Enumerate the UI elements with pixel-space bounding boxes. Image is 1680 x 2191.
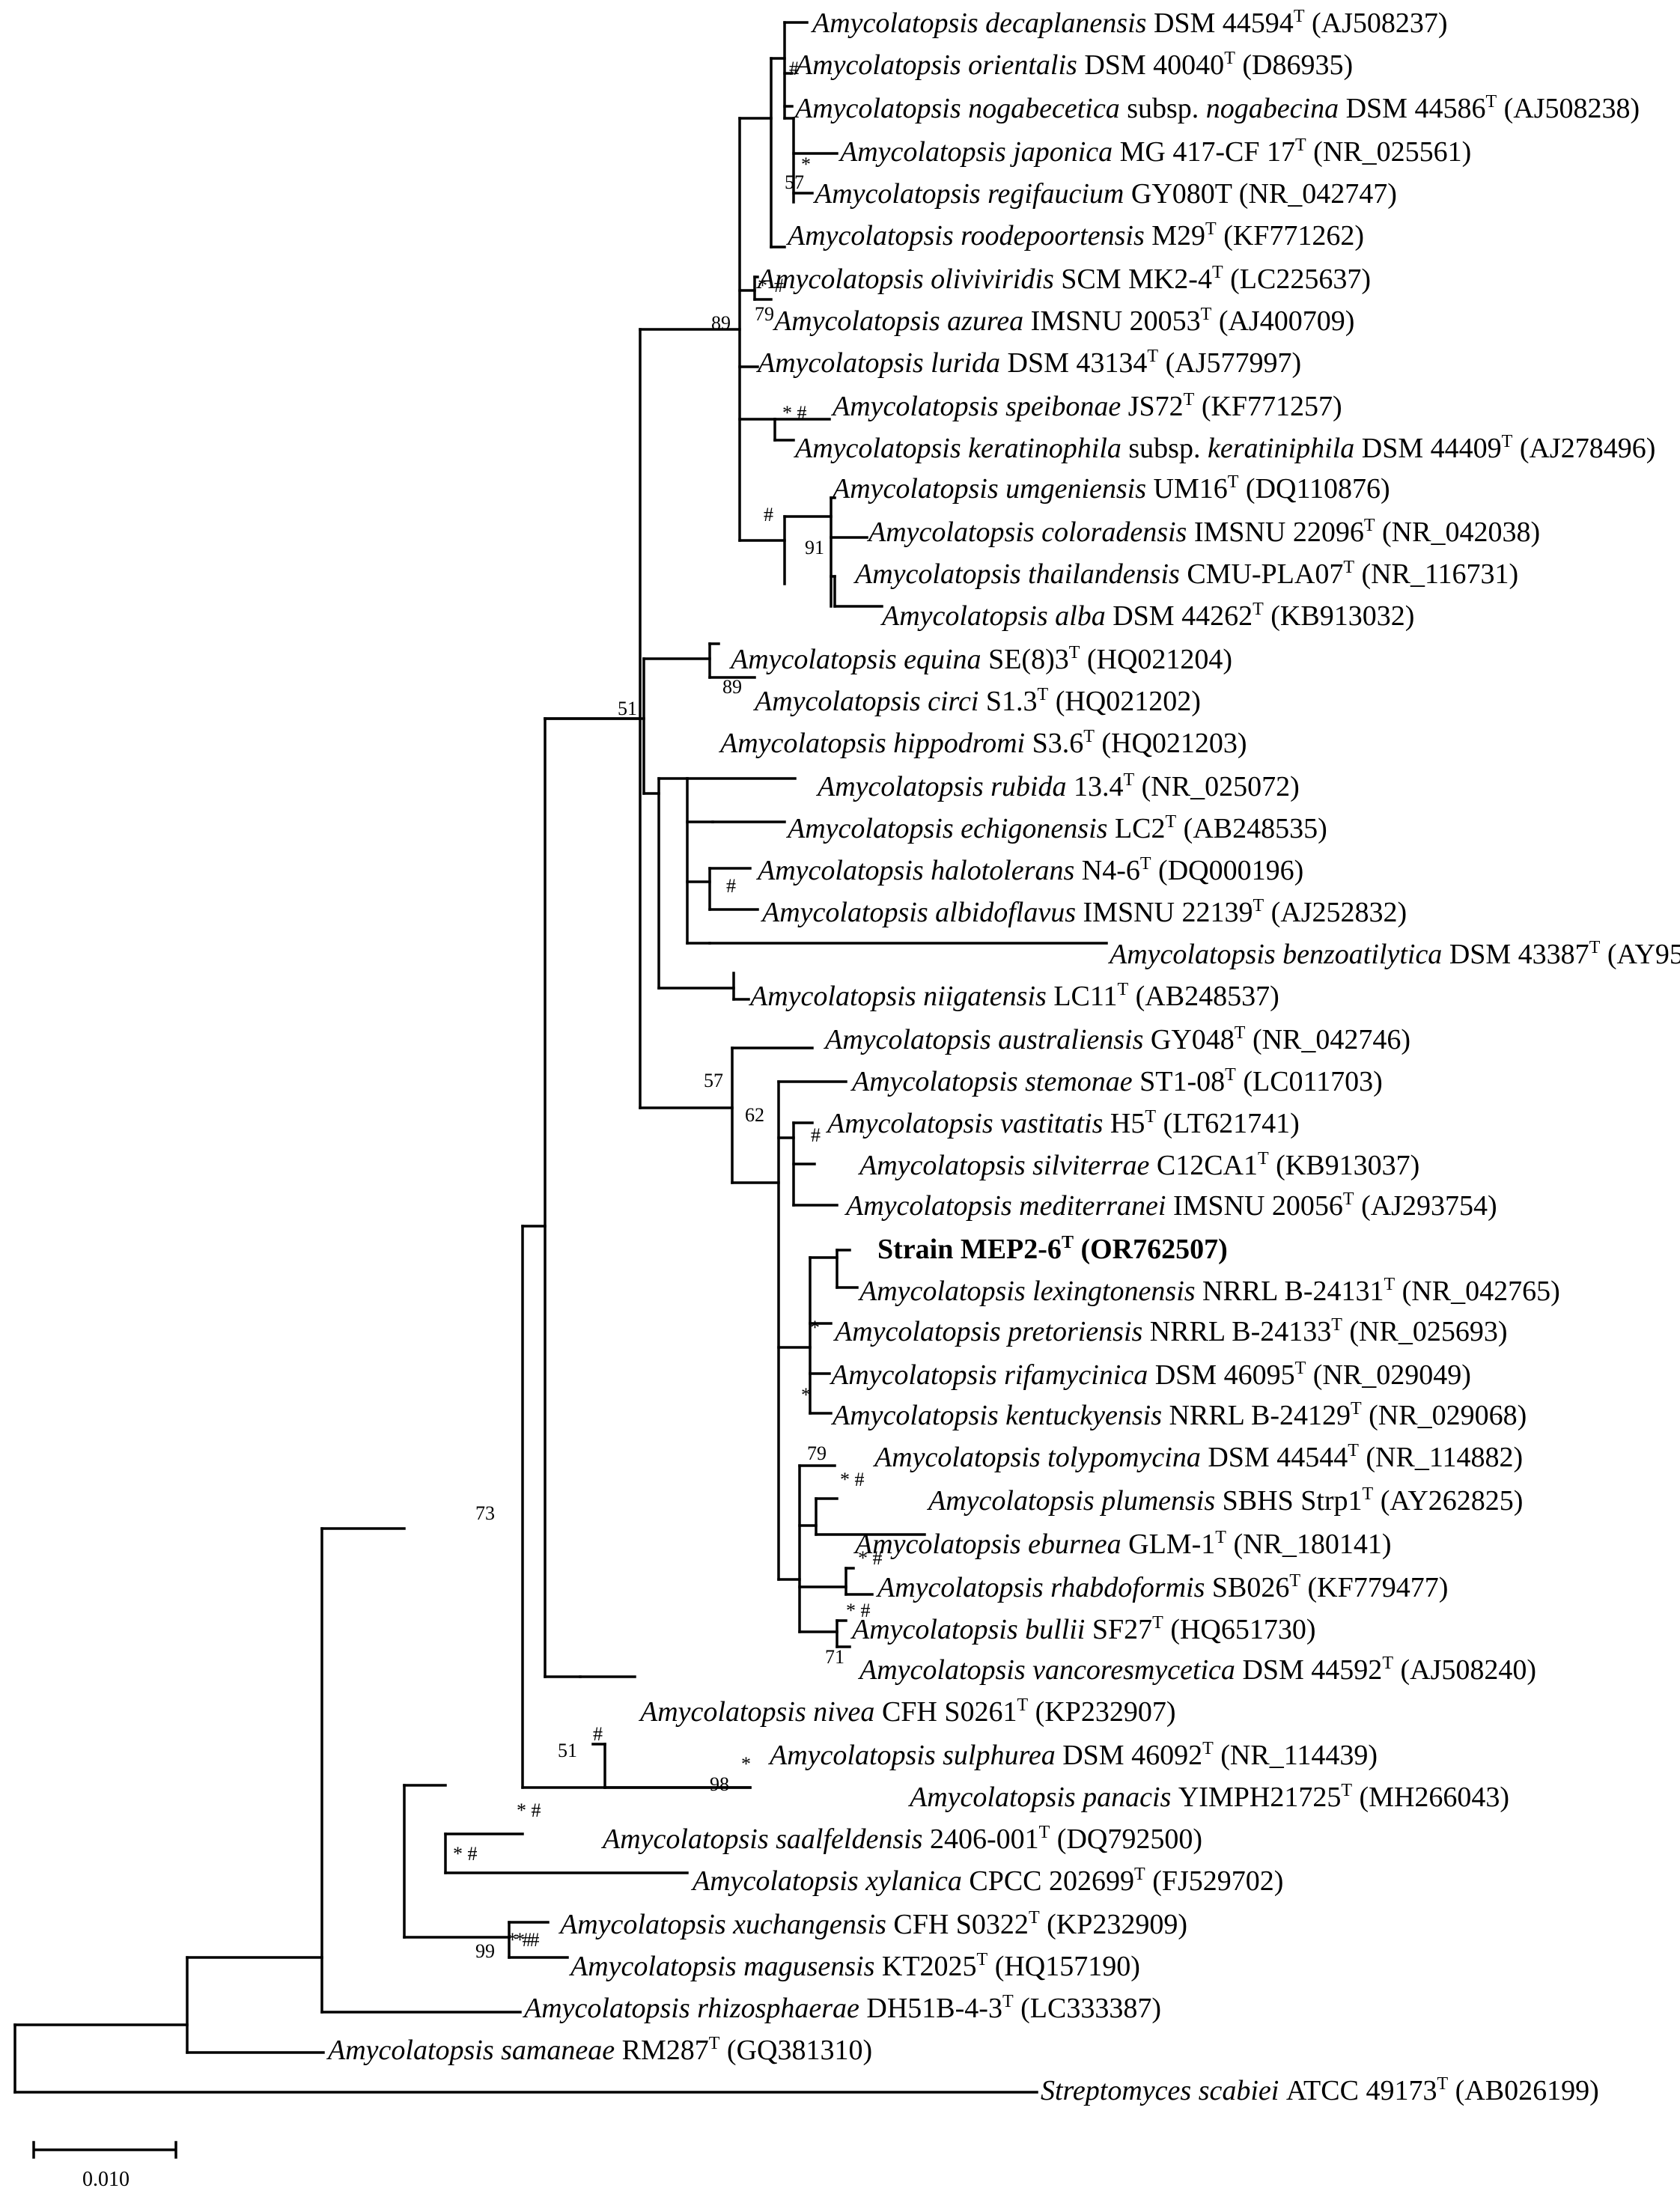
node-support-label: * # (517, 1800, 541, 1821)
leaf-label: Amycolatopsis rubida 13.4T (NR_025072) (815, 770, 1300, 802)
node-support-label: * # (508, 1929, 532, 1951)
leaf-label: Amycolatopsis mediterranei IMSNU 20056T … (844, 1189, 1497, 1222)
node-support-label: * # (846, 1600, 871, 1621)
leaf-label: Amycolatopsis umgeniensis UM16T (DQ11087… (830, 472, 1390, 505)
leaf-label: Amycolatopsis bullii SF27T (HQ651730) (850, 1613, 1316, 1645)
leaf-label: Amycolatopsis echigonensis LC2T (AB24853… (785, 812, 1327, 844)
node-support-label: * # (782, 402, 807, 424)
scale-bar-label: 0.010 (82, 2168, 130, 2191)
leaf-label: Amycolatopsis panacis YIMPH21725T (MH266… (907, 1781, 1509, 1813)
node-support-label: 89 (722, 676, 742, 698)
node-support-label: * (801, 153, 811, 175)
node-support-label: 57 (785, 171, 804, 193)
scale-bar: 0.010 (32, 2141, 177, 2191)
leaf-label: Amycolatopsis rhabdoformis SB026T (KF779… (875, 1571, 1448, 1603)
leaf-label: Amycolatopsis eburnea GLM-1T (NR_180141) (853, 1528, 1392, 1560)
leaf-label: Amycolatopsis pretoriensis NRRL B-24133T… (833, 1315, 1508, 1347)
node-support-label: 98 (710, 1773, 729, 1795)
leaf-label: Amycolatopsis hippodromi S3.6T (HQ021203… (718, 727, 1247, 759)
tree-leaf-labels: Amycolatopsis decaplanensis DSM 44594T (… (326, 7, 1680, 2106)
node-support-label: * (758, 275, 767, 296)
leaf-label: Amycolatopsis oliviviridis SCM MK2-4T (L… (755, 263, 1371, 295)
node-support-label: 79 (755, 303, 774, 325)
leaf-label: Amycolatopsis japonica MG 417-CF 17T (NR… (838, 135, 1471, 168)
node-support-label: # (593, 1723, 603, 1745)
node-support-label: 99 (475, 1940, 495, 1962)
node-support-label: 51 (618, 698, 637, 719)
node-support-label: # (764, 504, 773, 525)
leaf-label: Amycolatopsis tolypomycina DSM 44544T (N… (872, 1441, 1523, 1473)
node-support-label: 57 (704, 1070, 723, 1091)
leaf-label: Amycolatopsis nogabecetica subsp. nogabe… (793, 92, 1640, 124)
node-support-label: # (726, 875, 736, 897)
leaf-label: Amycolatopsis kentuckyensis NRRL B-24129… (830, 1399, 1527, 1431)
node-support-label: # (774, 275, 784, 296)
node-support-label: * # (858, 1547, 883, 1569)
node-support-label: 71 (825, 1646, 844, 1668)
leaf-label: Strain MEP2-6T (OR762507) (877, 1233, 1228, 1265)
leaf-label: Amycolatopsis niigatensis LC11T (AB24853… (748, 980, 1279, 1012)
leaf-label: Amycolatopsis albidoflavus IMSNU 22139T … (760, 896, 1407, 928)
leaf-label: Amycolatopsis sulphurea DSM 46092T (NR_1… (767, 1739, 1378, 1771)
node-support-label: 89 (711, 312, 731, 334)
node-support-label: * # (453, 1843, 478, 1865)
leaf-label: Amycolatopsis silviterrae C12CA1T (KB913… (857, 1149, 1419, 1181)
leaf-label: Streptomyces scabiei ATCC 49173T (AB0261… (1041, 2074, 1599, 2106)
leaf-label: Amycolatopsis xuchangensis CFH S0322T (K… (558, 1908, 1187, 1940)
leaf-label: Amycolatopsis rifamycinica DSM 46095T (N… (829, 1359, 1471, 1391)
leaf-label: Amycolatopsis roodepoortensis M29T (KF77… (785, 219, 1364, 252)
node-support-label: * (801, 1384, 811, 1406)
node-support-label: * # (515, 1929, 540, 1951)
node-support-label: # (789, 58, 799, 79)
node-support-label: * (741, 1753, 751, 1775)
leaf-label: Amycolatopsis equina SE(8)3T (HQ021204) (728, 643, 1232, 675)
leaf-label: Amycolatopsis lurida DSM 43134T (AJ57799… (755, 347, 1301, 379)
leaf-label: Amycolatopsis thailandensis CMU-PLA07T (… (853, 558, 1518, 590)
leaf-label: Amycolatopsis xylanica CPCC 202699T (FJ5… (690, 1865, 1283, 1897)
leaf-label: Amycolatopsis circi S1.3T (HQ021202) (752, 685, 1201, 717)
leaf-label: Amycolatopsis nivea CFH S0261T (KP232907… (638, 1695, 1176, 1728)
leaf-label: Amycolatopsis vastitatis H5T (LT621741) (825, 1107, 1300, 1139)
leaf-label: Amycolatopsis lexingtonensis NRRL B-2413… (857, 1275, 1560, 1307)
leaf-label: Amycolatopsis samaneae RM287T (GQ381310) (326, 2034, 872, 2066)
node-support-label: # (811, 1124, 821, 1146)
leaf-label: Amycolatopsis decaplanensis DSM 44594T (… (810, 7, 1448, 39)
leaf-label: Amycolatopsis stemonae ST1-08T (LC011703… (850, 1065, 1383, 1097)
leaf-label: Amycolatopsis alba DSM 44262T (KB913032) (880, 600, 1414, 632)
leaf-label: Amycolatopsis rhizosphaerae DH51B-4-3T (… (522, 1992, 1161, 2024)
tree-branches (13, 21, 1108, 2094)
leaf-label: Amycolatopsis magusensis KT2025T (HQ1571… (568, 1950, 1140, 1982)
leaf-label: Amycolatopsis saalfeldensis 2406-001T (D… (600, 1823, 1202, 1855)
leaf-label: Amycolatopsis azurea IMSNU 20053T (AJ400… (772, 305, 1354, 337)
node-support-label: 51 (558, 1740, 577, 1761)
node-support-label: 62 (745, 1104, 764, 1126)
leaf-label: Amycolatopsis speibonae JS72T (KF771257) (830, 390, 1342, 422)
leaf-label: Amycolatopsis australiensis GY048T (NR_0… (823, 1023, 1410, 1055)
leaf-label: Amycolatopsis benzoatilytica DSM 43387T … (1107, 938, 1680, 970)
leaf-label: Amycolatopsis orientalis DSM 40040T (D86… (793, 49, 1353, 81)
scale-bar-line (32, 2141, 177, 2159)
node-support-label: 91 (805, 537, 824, 558)
node-support-label: 73 (475, 1502, 495, 1524)
node-support-label: 79 (807, 1442, 827, 1464)
leaf-label: Amycolatopsis coloradensis IMSNU 22096T … (866, 516, 1540, 548)
leaf-label: Amycolatopsis vancoresmycetica DSM 44592… (857, 1654, 1536, 1686)
node-support-label: * (810, 1317, 820, 1338)
leaf-label: Amycolatopsis regifaucium GY080T (NR_042… (812, 178, 1397, 210)
leaf-label: Amycolatopsis halotolerans N4-6T (DQ0001… (755, 854, 1303, 886)
leaf-label: Amycolatopsis keratinophila subsp. kerat… (793, 432, 1655, 464)
leaf-label: Amycolatopsis plumensis SBHS Strp1T (AY2… (926, 1484, 1523, 1517)
node-support-label: * # (840, 1469, 865, 1490)
